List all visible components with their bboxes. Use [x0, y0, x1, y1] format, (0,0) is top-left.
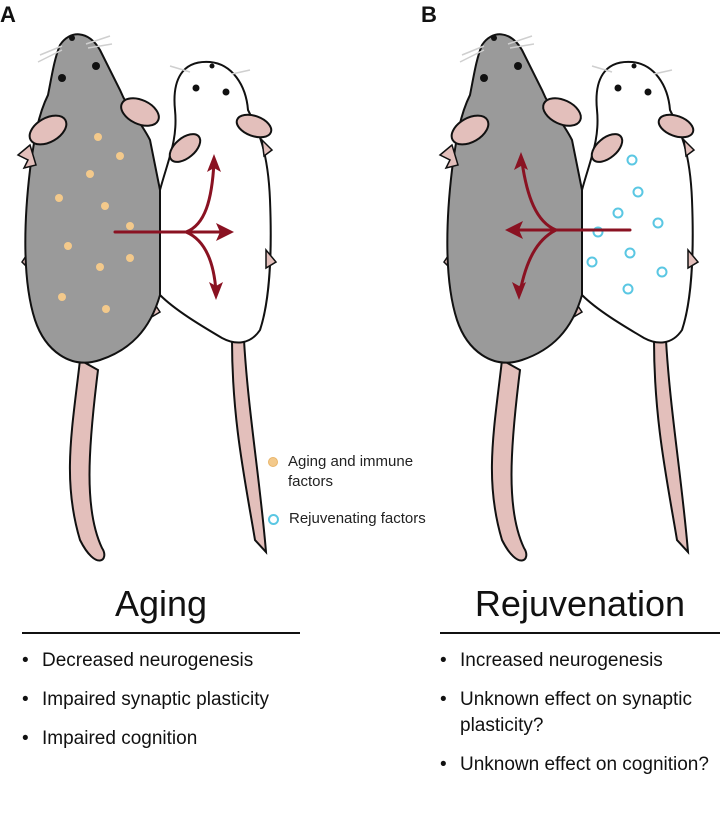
legend-rejuvenating-factors: Rejuvenating factors	[268, 509, 459, 529]
list-item: Decreased neurogenesis	[22, 648, 300, 674]
rejuvenating-factors-dots	[586, 154, 668, 295]
list-item: Impaired cognition	[22, 726, 300, 752]
arrow-aging-heads	[207, 154, 234, 300]
legend-rejuvenating-label: Rejuvenating factors	[289, 510, 426, 527]
arrow-aging-transfer	[113, 160, 226, 294]
aging-section: Aging Decreased neurogenesis Impaired sy…	[22, 578, 300, 765]
panel-label-a: A	[0, 2, 16, 27]
list-item: Unknown effect on synaptic plasticity?	[440, 687, 720, 739]
aging-divider	[22, 632, 300, 634]
list-item: Increased neurogenesis	[440, 648, 720, 674]
legend-aging-factors: Aging and immune factors	[268, 452, 458, 492]
aging-effects-list: Decreased neurogenesis Impaired synaptic…	[22, 648, 300, 752]
list-item: Unknown effect on cognition?	[440, 752, 720, 778]
arrow-rejuvenation-transfer	[514, 160, 632, 294]
list-item: Impaired synaptic plasticity	[22, 687, 300, 713]
panel-label-b: B	[421, 2, 437, 27]
rejuvenation-section: Rejuvenation Increased neurogenesis Unkn…	[440, 578, 720, 791]
rejuvenation-effects-list: Increased neurogenesis Unknown effect on…	[440, 648, 720, 778]
open-dot-icon	[268, 514, 279, 525]
rejuvenation-title: Rejuvenation	[474, 583, 686, 624]
legend-aging-label: Aging and immune factors	[288, 453, 414, 490]
aging-title: Aging	[114, 583, 208, 624]
aging-factors-dots	[55, 133, 134, 313]
rejuvenation-divider	[440, 632, 720, 634]
arrow-rejuvenation-heads	[505, 152, 528, 300]
panel-a-mice	[17, 33, 277, 562]
panel-b-mice	[439, 33, 699, 562]
filled-dot-icon	[268, 457, 278, 467]
